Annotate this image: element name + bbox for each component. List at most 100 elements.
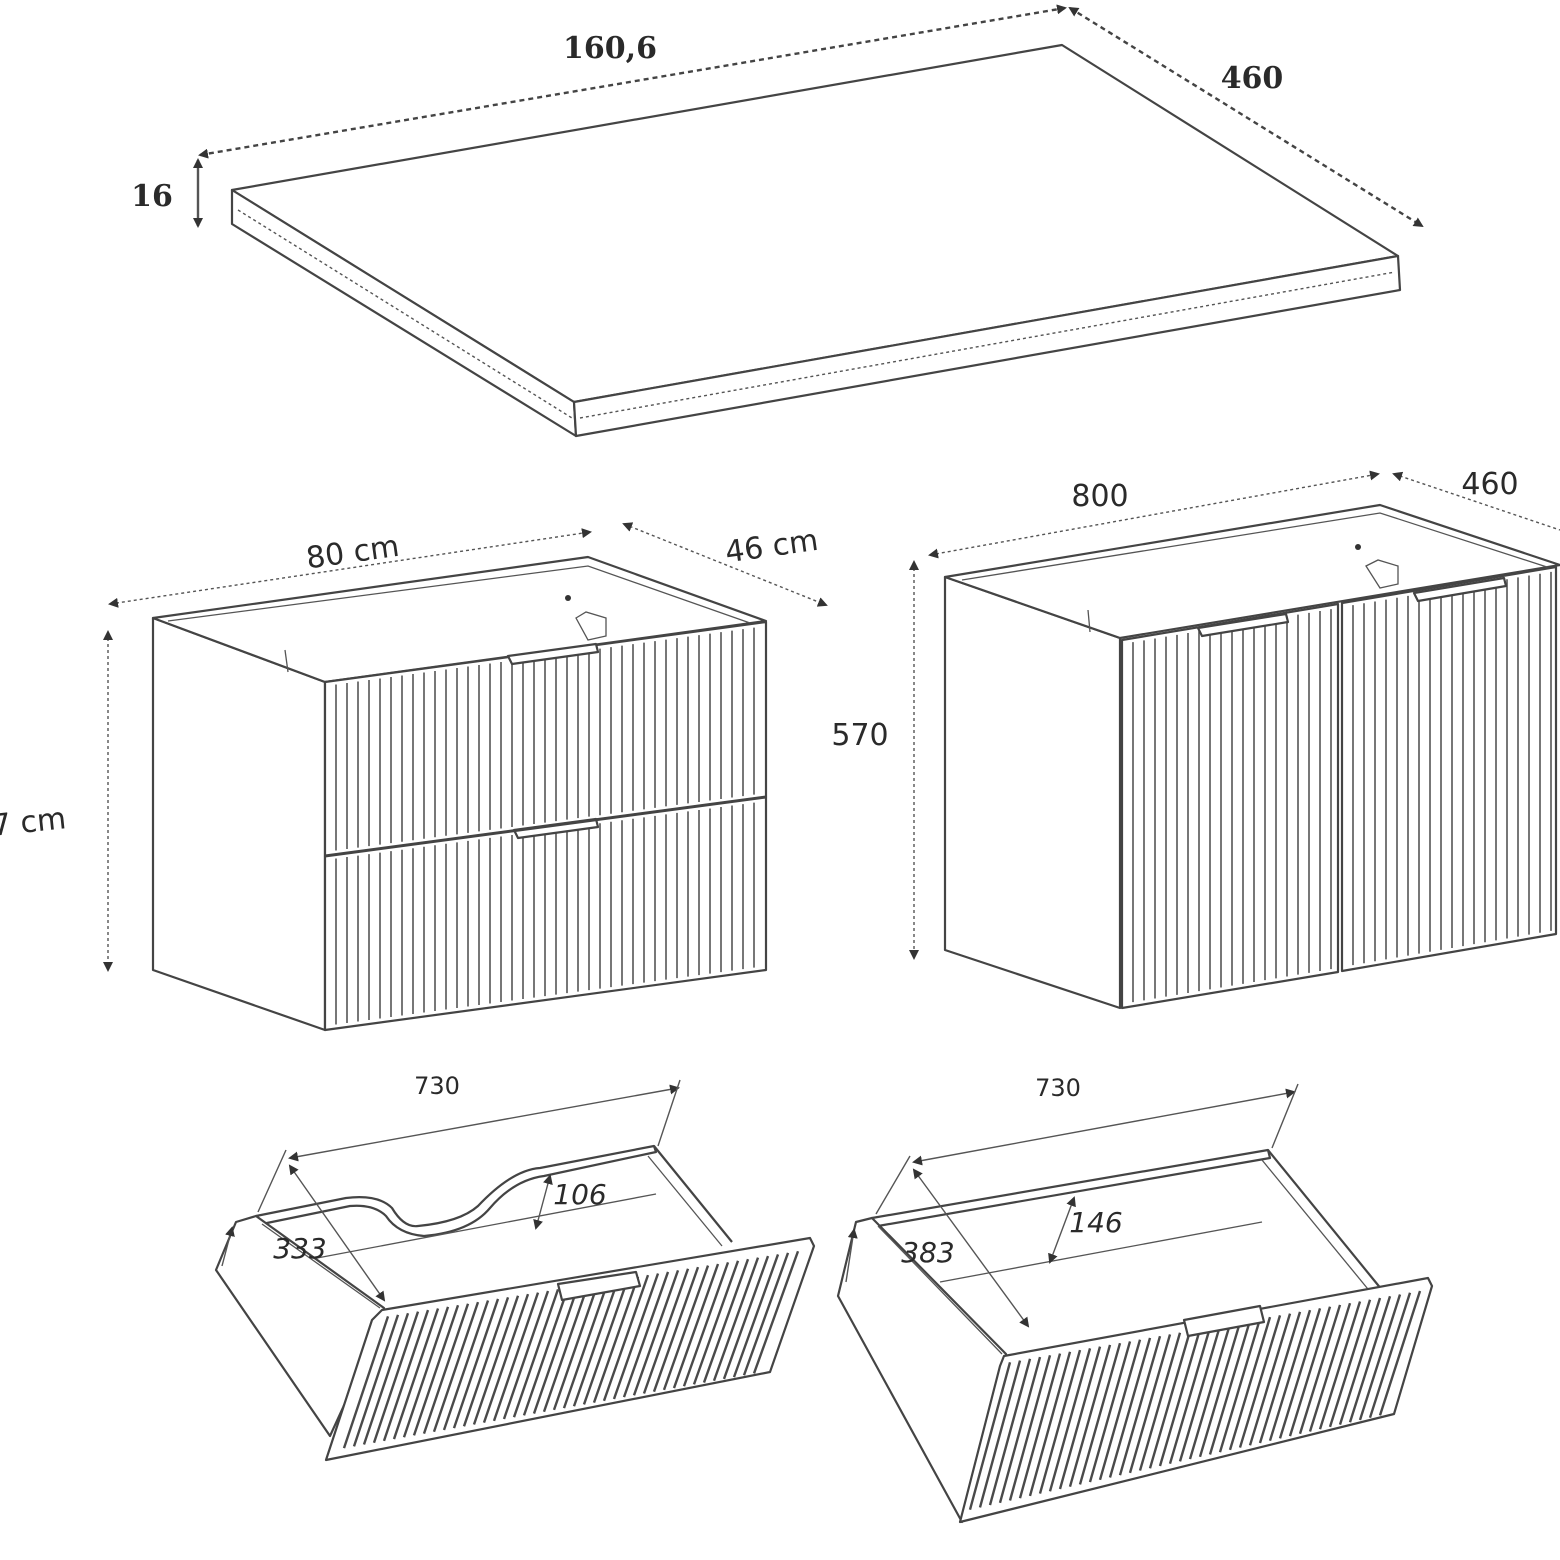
flute-rib	[1298, 1304, 1342, 1435]
cabinet-doors-depth-label: 460	[1461, 467, 1518, 502]
cabinet-drawers-lower-ribs	[335, 802, 755, 1025]
flute-rib	[492, 1292, 540, 1422]
flute-rib	[1058, 1346, 1102, 1490]
cabinet-drawers-width-dimension	[108, 528, 592, 608]
flute-rib	[592, 1276, 640, 1404]
flute-rib	[362, 1312, 410, 1445]
cabinet-doors-drawing: 800 460 570	[831, 467, 1560, 1010]
flute-rib	[1338, 1297, 1382, 1425]
cabinet-doors-depth-dimension	[1392, 471, 1560, 531]
countertop-depth-label: 460	[1221, 61, 1284, 96]
flute-rib	[752, 1250, 800, 1374]
drawer-lower-height-dimension	[1048, 1196, 1076, 1264]
cabinet-doors-inner-corner	[1087, 609, 1091, 633]
cabinet-doors-width-label: 800	[1071, 479, 1128, 514]
countertop-front-edge	[572, 254, 1402, 438]
flute-rib	[522, 1287, 570, 1416]
drawer-lower-width-ext-left	[875, 1155, 911, 1215]
flute-rib	[392, 1308, 440, 1440]
drawer-upper-height-dimension	[533, 1174, 553, 1230]
flute-rib	[1288, 1306, 1332, 1437]
flute-rib	[742, 1252, 790, 1376]
flute-rib	[1328, 1299, 1372, 1428]
cabinet-drawers-width-label: 80 cm	[304, 529, 401, 577]
cabinet-doors-left-ribs	[1132, 609, 1332, 1003]
flute-rib	[692, 1260, 740, 1385]
flute-rib	[1228, 1316, 1272, 1451]
drawer-upper-depth-dimension	[288, 1164, 386, 1302]
cabinet-doors-height-label: 570	[831, 718, 888, 753]
drawer-upper-front-ribs	[342, 1250, 800, 1449]
flute-rib	[472, 1295, 520, 1425]
flute-rib	[1018, 1353, 1062, 1499]
flute-rib	[1368, 1292, 1412, 1419]
flute-rib	[702, 1258, 750, 1383]
flute-rib	[622, 1271, 670, 1398]
drawer-lower-depth-label: 383	[901, 1236, 954, 1269]
flute-rib	[998, 1356, 1042, 1504]
cabinet-drawers-upper-handle	[506, 642, 600, 666]
flute-rib	[1318, 1301, 1362, 1430]
cabinet-doors-screw-dot	[1355, 544, 1361, 550]
flute-rib	[1278, 1308, 1322, 1439]
drawer-lower-front-ribs	[968, 1290, 1422, 1511]
drawer-lower-handle	[1182, 1304, 1266, 1338]
flute-rib	[632, 1269, 680, 1396]
flute-rib	[552, 1282, 600, 1411]
cabinet-doors-right-door	[1340, 565, 1558, 973]
flute-rib	[1038, 1349, 1082, 1494]
countertop-length-dimension	[198, 4, 1067, 159]
flute-rib	[1048, 1348, 1092, 1492]
cabinet-drawers-screw-dot	[565, 595, 571, 601]
flute-rib	[1108, 1337, 1152, 1478]
flute-rib	[1128, 1334, 1172, 1474]
flute-rib	[1268, 1309, 1312, 1442]
flute-rib	[1008, 1354, 1052, 1501]
flute-rib	[612, 1273, 660, 1400]
drawer-upper-depth-label: 333	[273, 1232, 326, 1265]
flute-rib	[1208, 1320, 1252, 1455]
cabinet-doors-right-ribs	[1352, 571, 1552, 966]
flute-rib	[968, 1361, 1012, 1511]
flute-rib	[1178, 1325, 1222, 1462]
flute-rib	[1248, 1313, 1292, 1446]
cabinet-drawers-siphon-bracket	[575, 611, 607, 641]
flute-rib	[1158, 1328, 1202, 1467]
flute-rib	[412, 1304, 460, 1436]
drawer-lower-right-side-top	[1267, 1149, 1383, 1291]
cabinet-drawers-depth-label: 46 cm	[723, 523, 820, 571]
flute-rib	[562, 1281, 610, 1409]
flute-rib	[712, 1257, 760, 1382]
flute-rib	[1308, 1302, 1352, 1432]
countertop-top-face	[230, 43, 1400, 404]
countertop-drawing: 160,6 460 16	[131, 4, 1424, 438]
drawer-upper-front-panel	[324, 1236, 816, 1462]
flute-rib	[452, 1298, 500, 1429]
flute-rib	[542, 1284, 590, 1413]
drawer-upper-handle	[556, 1270, 642, 1302]
flute-rib	[352, 1314, 400, 1447]
flute-rib	[342, 1316, 390, 1449]
flute-rib	[1218, 1318, 1262, 1453]
flute-rib	[682, 1261, 730, 1387]
flute-rib	[1138, 1332, 1182, 1471]
cabinet-doors-right-handle	[1412, 576, 1508, 603]
cabinet-drawers-inner-corner	[284, 649, 289, 673]
drawer-upper-right-side-inner	[647, 1155, 723, 1247]
flute-rib	[602, 1274, 650, 1402]
flute-rib	[1378, 1290, 1422, 1416]
flute-rib	[382, 1309, 430, 1442]
flute-rib	[988, 1358, 1032, 1506]
drawer-lower-height-label: 146	[1069, 1206, 1122, 1239]
flute-rib	[1348, 1295, 1392, 1423]
flute-rib	[1148, 1330, 1192, 1469]
flute-rib	[422, 1303, 470, 1434]
drawer-upper-width-dimension	[288, 1084, 680, 1162]
flute-rib	[402, 1306, 450, 1438]
flute-rib	[442, 1300, 490, 1431]
flute-rib	[1028, 1351, 1072, 1497]
drawer-lower-depth-dimension	[912, 1168, 1030, 1328]
cabinet-drawers-drawing: 80 cm 46 cm 7 cm	[0, 522, 828, 1032]
drawer-upper-drawing: 730 333 106	[214, 1072, 816, 1462]
cabinet-drawers-upper-ribs	[335, 627, 755, 851]
